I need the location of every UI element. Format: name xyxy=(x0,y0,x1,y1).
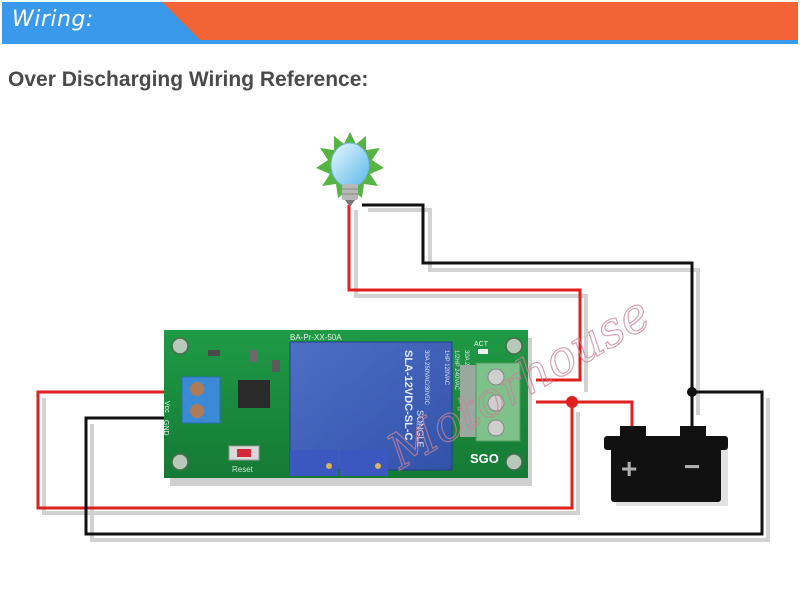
banner-orange-band xyxy=(162,2,798,40)
negative-junction xyxy=(687,387,697,397)
vcc-label: Vcc xyxy=(163,401,170,413)
act-led xyxy=(478,349,488,354)
negative-wires xyxy=(84,203,764,536)
wire-shadows xyxy=(42,208,770,542)
bulb-icon xyxy=(330,142,370,188)
ic-chip xyxy=(238,380,270,408)
relay-board: BA-Pr-XX-50A Vcc GND Reset SLA-12VDC-SL-… xyxy=(162,330,528,478)
gnd-label: GND xyxy=(162,420,169,436)
wire-gnd-to-battery-negative xyxy=(84,390,764,536)
battery-positive-terminal xyxy=(620,426,646,438)
relay-rating: 30A 250VAC/30VDC xyxy=(423,350,429,406)
board-model-label: BA-Pr-XX-50A xyxy=(290,333,342,342)
relay xyxy=(289,341,453,471)
wire-shadow xyxy=(368,208,700,415)
relay-model: SLA-12VDC-SL-C xyxy=(402,350,414,441)
terminal-screw xyxy=(487,419,505,437)
wire-vcc-to-battery-positive xyxy=(36,390,574,510)
wire-relay-to-battery-positive xyxy=(536,400,634,432)
bulb-tip xyxy=(345,200,355,207)
smd-part xyxy=(272,360,280,372)
relay-brand: SONGLE xyxy=(415,410,425,448)
act-led-label: ACT xyxy=(474,341,489,348)
battery-body xyxy=(611,448,721,502)
wire-shadow xyxy=(42,398,580,515)
positive-junction xyxy=(566,396,578,408)
potentiometer xyxy=(340,450,388,476)
smd-part xyxy=(250,350,258,362)
bulb-base xyxy=(342,184,358,200)
relay-rating: 1/2HP 240VAC xyxy=(453,350,459,391)
wire-lamp-to-battery-negative xyxy=(362,203,694,430)
pot-screw xyxy=(326,463,332,469)
gnd-screw xyxy=(190,404,204,418)
banner-title: Wiring: xyxy=(12,7,94,32)
battery: + − xyxy=(604,426,728,506)
reset-label: Reset xyxy=(232,465,254,474)
banner-background xyxy=(2,2,798,44)
mounting-holes xyxy=(171,337,523,471)
potentiometer xyxy=(290,450,338,476)
wire-shadow xyxy=(90,398,770,542)
battery-plus-icon: + xyxy=(621,453,637,484)
reset-button-cap xyxy=(237,449,251,457)
battery-negative-terminal xyxy=(680,426,706,438)
smd-part xyxy=(208,350,220,356)
relay-rating: 1HP 120VAC xyxy=(443,350,449,386)
wire-lamp-to-relay-output xyxy=(347,205,582,382)
wire-shadow xyxy=(354,210,588,392)
terminal-screw xyxy=(487,394,505,412)
section-title: Over Discharging Wiring Reference: xyxy=(8,68,369,91)
sgo-label: SGO xyxy=(470,451,499,466)
section-banner: Wiring: xyxy=(2,2,798,44)
battery-minus-icon: − xyxy=(684,451,700,482)
lamp xyxy=(316,132,384,207)
pot-screw xyxy=(375,463,381,469)
battery-lid xyxy=(604,436,728,450)
terminal-screw xyxy=(487,368,505,386)
vcc-screw xyxy=(190,382,204,396)
